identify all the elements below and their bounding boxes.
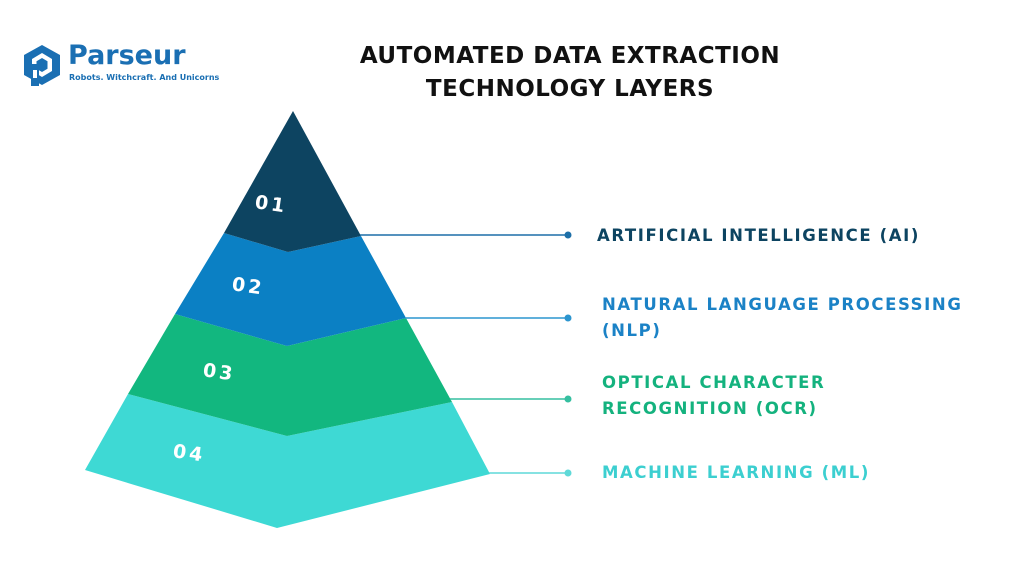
layer-number-2: 02 [231,273,266,299]
title-line-2: TECHNOLOGY LAYERS [425,76,715,102]
page-title: AUTOMATED DATA EXTRACTION TECHNOLOGY LAY… [300,40,840,106]
hexagon-logo-icon [24,45,60,86]
pyramid-layer-4 [85,394,490,528]
layer-label-2: NATURAL LANGUAGE PROCESSING (NLP) [602,292,962,344]
layer-label-4: MACHINE LEARNING (ML) [602,460,870,486]
brand-name: Parseur [68,40,186,71]
layer-label-2-line-1: NATURAL LANGUAGE PROCESSING [602,295,963,314]
parseur-logo: Parseur Robots. Witchcraft. And Unicorns [22,40,222,90]
brand-tagline: Robots. Witchcraft. And Unicorns [69,73,220,82]
layer-label-1-line-1: ARTIFICIAL INTELLIGENCE (AI) [597,226,920,245]
pyramid-layer-2 [175,233,406,346]
layer-label-3-line-2: RECOGNITION (OCR) [602,399,818,418]
layer-label-3-line-1: OPTICAL CHARACTER [602,373,826,392]
pyramid-layer-3 [128,314,452,436]
connector-dot-2 [564,314,572,322]
layer-label-4-line-1: MACHINE LEARNING (ML) [602,463,870,482]
connector-dot-3 [564,395,572,403]
layer-label-1: ARTIFICIAL INTELLIGENCE (AI) [597,223,920,249]
layer-label-2-line-2: (NLP) [602,321,662,340]
connector-dot-4 [564,469,572,477]
layer-number-4: 04 [172,440,207,466]
title-line-1: AUTOMATED DATA EXTRACTION [359,43,781,69]
pyramid-layer-1 [224,111,361,252]
layer-number-3: 03 [202,359,237,385]
layer-label-3: OPTICAL CHARACTER RECOGNITION (OCR) [602,370,825,422]
connector-dot-1 [564,231,572,239]
layer-number-1: 01 [254,191,289,217]
